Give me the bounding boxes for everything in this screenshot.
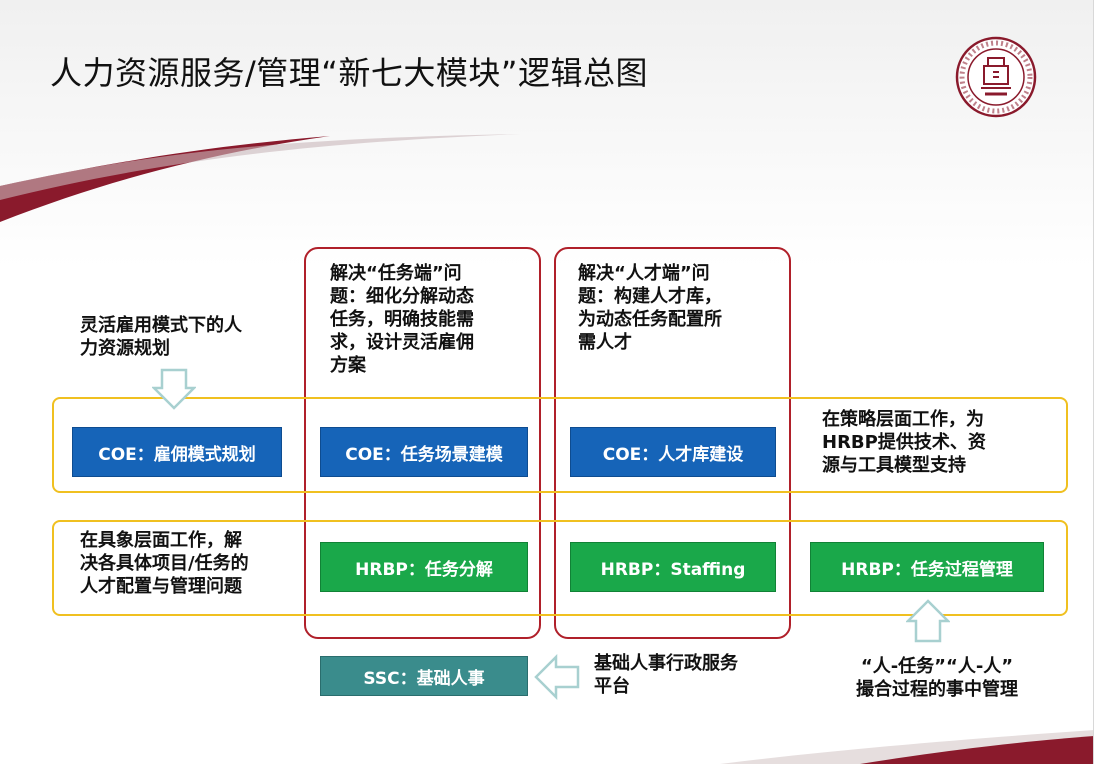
page-title: 人力资源服务/管理“新七大模块”逻辑总图 bbox=[50, 54, 648, 92]
talent-end-note-line: 解决“人才端”问 bbox=[578, 263, 710, 284]
university-seal-icon bbox=[955, 36, 1037, 118]
ssc-note-line: 平台 bbox=[594, 676, 630, 697]
process-note: “人-任务”“人-人” 撮合过程的事中管理 bbox=[832, 655, 1042, 701]
hrbp-note-line: 决各具体项目/任务的 bbox=[80, 553, 249, 574]
hrbp-task-breakdown-box[interactable]: HRBP：任务分解 bbox=[320, 542, 528, 592]
planning-note: 灵活雇用模式下的人 力资源规划 bbox=[80, 314, 242, 360]
task-end-note-line: 题：细化分解动态 bbox=[330, 286, 474, 307]
talent-end-note-line: 题：构建人才库， bbox=[578, 286, 722, 307]
process-note-line: “人-任务”“人-人” bbox=[860, 656, 1014, 677]
hrbp-note-line: 在具象层面工作，解 bbox=[80, 530, 242, 551]
coe-note-line: 在策略层面工作，为 bbox=[822, 409, 984, 430]
hrbp-note-line: 人才配置与管理问题 bbox=[80, 576, 242, 597]
task-end-note-line: 求，设计灵活雇佣 bbox=[330, 332, 474, 353]
task-end-note-line: 任务，明确技能需 bbox=[330, 309, 474, 330]
task-end-note: 解决“任务端”问 题：细化分解动态 任务，明确技能需 求，设计灵活雇佣 方案 bbox=[330, 262, 474, 377]
coe-band bbox=[52, 397, 1068, 493]
talent-end-note-line: 为动态任务配置所 bbox=[578, 309, 722, 330]
ssc-note-line: 基础人事行政服务 bbox=[594, 653, 738, 674]
talent-end-note-line: 需人才 bbox=[578, 332, 632, 353]
swoosh-bottom-right bbox=[860, 736, 1094, 764]
talent-end-column bbox=[554, 247, 791, 639]
coe-employment-model-box[interactable]: COE：雇佣模式规划 bbox=[72, 427, 282, 477]
planning-note-line: 力资源规划 bbox=[80, 338, 170, 359]
ssc-note: 基础人事行政服务 平台 bbox=[594, 652, 738, 698]
talent-end-note: 解决“人才端”问 题：构建人才库， 为动态任务配置所 需人才 bbox=[578, 262, 722, 354]
left-arrow-icon bbox=[534, 654, 580, 700]
hrbp-note: 在具象层面工作，解 决各具体项目/任务的 人才配置与管理问题 bbox=[80, 529, 249, 598]
coe-task-scenario-box[interactable]: COE：任务场景建模 bbox=[320, 427, 528, 477]
hrbp-staffing-box[interactable]: HRBP：Staffing bbox=[570, 542, 776, 592]
ssc-basic-hr-box[interactable]: SSC：基础人事 bbox=[320, 656, 528, 696]
coe-talent-pool-box[interactable]: COE：人才库建设 bbox=[570, 427, 776, 477]
down-arrow-icon bbox=[152, 368, 196, 410]
swoosh-top-left-shadow bbox=[0, 134, 520, 200]
process-note-line: 撮合过程的事中管理 bbox=[856, 679, 1018, 700]
coe-note-line: HRBP提供技术、资 bbox=[822, 432, 986, 453]
coe-note: 在策略层面工作，为 HRBP提供技术、资 源与工具模型支持 bbox=[822, 408, 986, 477]
task-end-note-line: 解决“任务端”问 bbox=[330, 263, 462, 284]
task-end-column bbox=[304, 247, 541, 639]
hrbp-process-mgmt-box[interactable]: HRBP：任务过程管理 bbox=[810, 542, 1044, 592]
coe-note-line: 源与工具模型支持 bbox=[822, 455, 966, 476]
planning-note-line: 灵活雇用模式下的人 bbox=[80, 315, 242, 336]
hrbp-band bbox=[52, 520, 1068, 616]
task-end-note-line: 方案 bbox=[330, 355, 366, 376]
up-arrow-icon bbox=[906, 599, 950, 643]
